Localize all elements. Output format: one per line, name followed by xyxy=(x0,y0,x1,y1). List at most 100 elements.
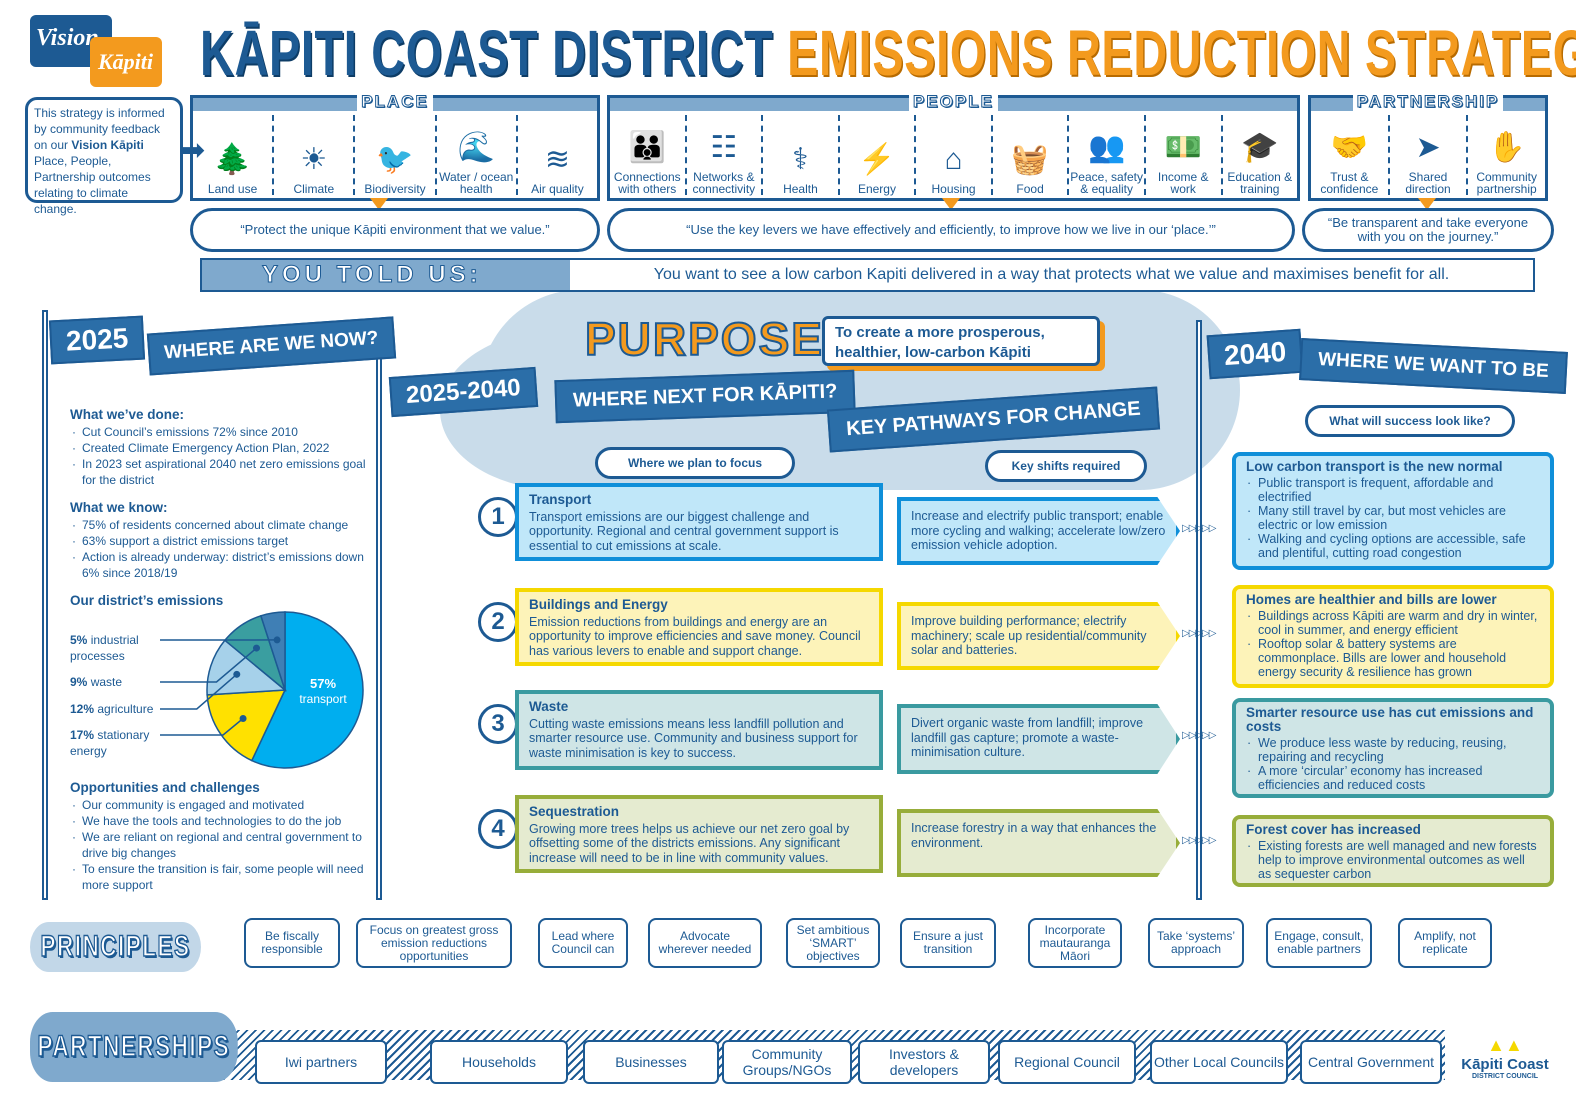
pathway-title: Transport xyxy=(529,492,592,507)
partnership-quote: “Be transparent and take everyone with y… xyxy=(1302,208,1554,252)
you-told-us-label: YOU TOLD US: xyxy=(202,260,570,290)
outcome-card: Low carbon transport is the new normalPu… xyxy=(1232,452,1554,570)
principle-item: Incorporate mautauranga Māori xyxy=(1028,918,1122,968)
item-label: Connections with others xyxy=(613,170,681,196)
principle-item: Take ‘systems’ approach xyxy=(1148,918,1244,968)
outcome-people-item: ☷Networks & connectivity xyxy=(684,115,762,195)
flag-pole xyxy=(376,350,382,900)
peace-safety-equality-icon: 👥 xyxy=(1087,131,1126,164)
panel-heading: PEOPLE xyxy=(909,92,998,112)
year-2025-badge: 2025 xyxy=(48,315,146,365)
where-we-want-to-be-banner: WHERE WE WANT TO BE xyxy=(1299,338,1568,394)
pie-label: 17% stationary xyxy=(70,728,149,742)
item-label: Climate xyxy=(293,182,335,196)
outcome-people-item: 👪Connections with others xyxy=(610,115,685,195)
principle-item: Lead where Council can xyxy=(538,918,628,968)
where-we-plan-to-focus-label: Where we plan to focus xyxy=(595,447,795,479)
principle-item: Engage, consult, enable partners xyxy=(1266,918,1372,968)
outcome-card: Forest cover has increasedExisting fores… xyxy=(1232,815,1554,887)
opportunities-section: Opportunities and challenges Our communi… xyxy=(70,768,370,893)
outcome-card: Homes are healthier and bills are lowerB… xyxy=(1232,585,1554,688)
pie-leader-dot xyxy=(239,714,247,722)
pathway-number-badge: 2 xyxy=(478,602,518,642)
item-label: Health xyxy=(783,182,818,196)
flag-pole xyxy=(42,310,48,900)
chevrons-right-icon: ▷▷▷▷▷ xyxy=(1182,730,1216,741)
pie-slice-transport xyxy=(250,611,364,769)
pathway-shift-card: Increase and electrify public transport;… xyxy=(897,497,1180,565)
pie-leader-dot xyxy=(233,670,241,678)
outcome-partnership-item: ➤Shared direction xyxy=(1387,115,1467,195)
intro-note: This strategy is informed by community f… xyxy=(25,97,183,216)
principle-item: Ensure a just transition xyxy=(900,918,996,968)
people-quote: “Use the key levers we have effectively … xyxy=(607,208,1295,252)
partnerships-label: PARTNERSHIPS xyxy=(30,1012,238,1082)
item-label: Community partnership xyxy=(1476,170,1538,196)
pie-leader-dot xyxy=(273,636,281,644)
biodiversity-icon: 🐦 xyxy=(376,143,414,176)
list-item: We are reliant on regional and central g… xyxy=(70,829,370,861)
page-title: KĀPITI COAST DISTRICT EMISSIONS REDUCTIO… xyxy=(200,16,1576,90)
pathway-shift-text: Divert organic waste from landfill; impr… xyxy=(911,716,1144,759)
pie-label: 12% agriculture xyxy=(70,702,154,716)
where-are-we-now-banner: WHERE ARE WE NOW? xyxy=(146,316,396,376)
pie-label: processes xyxy=(70,649,125,663)
partner-item: Community Groups/NGOs xyxy=(722,1040,852,1084)
council-sub: DISTRICT COUNCIL xyxy=(1471,1073,1539,1080)
pathway-focus-text: Cutting waste emissions means less landf… xyxy=(529,716,858,760)
climate-icon: ☀ xyxy=(300,143,328,176)
mountain-icon: ▲▲ xyxy=(1487,1035,1523,1055)
air-quality-icon: ≋ xyxy=(544,143,570,176)
energy-icon: ⚡ xyxy=(858,143,896,176)
pie-label-pct: 57% xyxy=(310,676,336,691)
outcome-title: Homes are healthier and bills are lower xyxy=(1246,592,1497,607)
list-item: Public transport is frequent, affordable… xyxy=(1246,476,1540,504)
list-item: Many still travel by car, but most vehic… xyxy=(1246,504,1540,532)
outcome-list: We produce less waste by reducing, reusi… xyxy=(1246,736,1540,792)
item-label: Air quality xyxy=(531,182,584,196)
list-item: Buildings across Kāpiti are warm and dry… xyxy=(1246,609,1540,637)
outcome-title: Forest cover has increased xyxy=(1246,822,1421,837)
outcome-people-item: ⌂Housing xyxy=(914,115,991,195)
principle-item: Focus on greatest gross emission reducti… xyxy=(356,918,512,968)
list-item: To ensure the transition is fair, some p… xyxy=(70,861,370,893)
list-item: Walking and cycling options are accessib… xyxy=(1246,532,1540,560)
item-label: Biodiversity xyxy=(364,182,426,196)
list-item: We have the tools and technologies to do… xyxy=(70,813,370,829)
outcome-place-item: ≋ Air quality xyxy=(515,115,597,196)
place-panel: PLACE 🌲Land use☀Climate🐦Biodiversity🌊Wat… xyxy=(190,92,600,201)
people-panel: PEOPLE 👪Connections with others☷Networks… xyxy=(607,92,1300,201)
council-name: Kāpiti Coast xyxy=(1461,1056,1549,1073)
success-question: What will success look like? xyxy=(1305,405,1515,437)
title-part1: KĀPITI COAST DISTRICT xyxy=(200,17,774,89)
title-part2: EMISSIONS REDUCTION STRATEGY xyxy=(787,17,1576,89)
land-use-icon: 🌲 xyxy=(213,143,252,176)
kapiti-coast-council-logo: ▲▲ Kāpiti Coast DISTRICT COUNCIL xyxy=(1455,1035,1555,1080)
pathway-shift-card: Divert organic waste from landfill; impr… xyxy=(897,704,1180,774)
outcome-list: Existing forests are well managed and ne… xyxy=(1246,839,1540,881)
outcome-partnership-item: ✋Community partnership xyxy=(1466,115,1545,195)
partner-item: Iwi partners xyxy=(255,1040,387,1084)
partner-item: Investors & developers xyxy=(858,1040,990,1084)
pathway-focus-text: Transport emissions are our biggest chal… xyxy=(529,509,839,553)
outcome-people-item: 🎓Education & training xyxy=(1220,115,1298,196)
panel-heading: PLACE xyxy=(357,92,433,112)
pie-label: 5% industrial xyxy=(70,633,139,647)
pathway-focus-text: Growing more trees helps us achieve our … xyxy=(529,821,850,865)
section-heading: Our district’s emissions xyxy=(70,593,224,608)
list-item: Created Climate Emergency Action Plan, 2… xyxy=(70,440,370,456)
outcome-card: Smarter resource use has cut emissions a… xyxy=(1232,698,1554,798)
outcome-people-item: ⚡Energy xyxy=(837,115,915,195)
pathway-focus-text: Emission reductions from buildings and e… xyxy=(529,614,861,658)
item-label: Education & training xyxy=(1227,170,1293,196)
partner-item: Businesses xyxy=(583,1040,719,1084)
item-label: Land use xyxy=(207,182,258,196)
partner-item: Households xyxy=(430,1040,568,1084)
item-label: Housing xyxy=(931,182,976,196)
outcome-title: Smarter resource use has cut emissions a… xyxy=(1246,705,1534,734)
purpose-statement: To create a more prosperous, healthier, … xyxy=(822,316,1100,366)
